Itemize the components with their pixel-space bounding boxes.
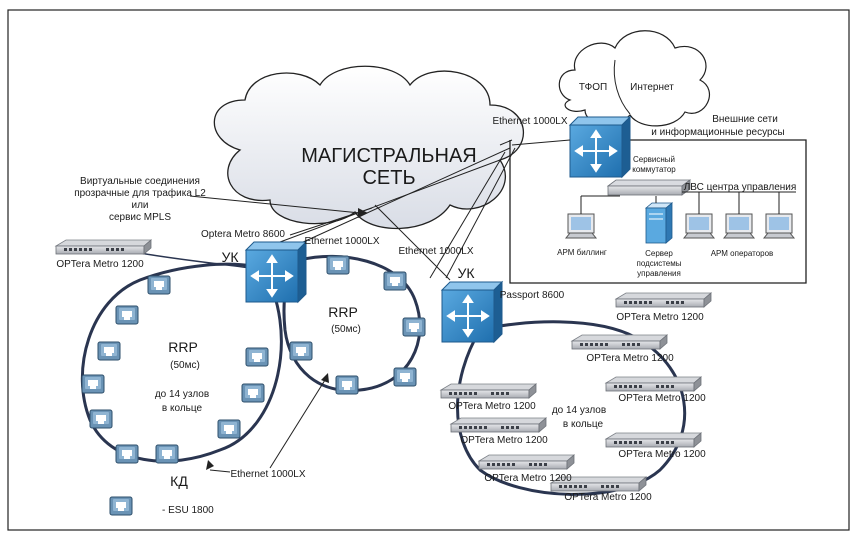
right-ring-nodes-line1: до 14 узлов [552,405,606,416]
virtual-note-line2: прозрачные для трафика L2 [74,187,206,199]
bottom-link-label: Ethernet 1000LX [230,469,305,480]
right-uplink-link-label: Ethernet 1000LX [398,246,473,257]
billing-label: АРМ биллинг [557,248,607,257]
optera-1200-right-3 [605,376,702,392]
mid-ring-title: RRP [328,304,358,320]
passport-8600-role: УК [457,265,475,281]
virtual-note-arrowhead [358,208,368,218]
legend-esu-icon [109,496,133,516]
optera-1200-label-4: OPTera Metro 1200 [618,393,706,404]
left-ring-nodes-line1: до 14 узлов [155,389,209,400]
optera-1200-label-6: OPTera Metro 1200 [448,401,536,412]
optera-1200-right-2 [571,334,668,350]
external-label-line1: Внешние сети [712,114,778,125]
mid-ring-latency: (50мс) [331,324,361,335]
bottom-arrowhead-left [206,460,214,470]
core-switch [568,115,632,179]
operators-label: АРМ операторов [711,249,774,258]
optera-1200-label-1: OPTera Metro 1200 [56,259,144,270]
optera-1200-label-5: OPTera Metro 1200 [618,449,706,460]
operator-workstation-2 [723,213,755,239]
optera-1200-bottom-3 [478,454,575,470]
bottom-arrowhead-right [321,373,329,383]
service-switch-label-line2: коммутатор [632,165,676,174]
server-label-line3: управления [637,269,681,278]
server-label-line2: подсистемы [636,259,681,268]
virtual-note-line4: сервис MPLS [109,212,171,223]
external-label-line2: и информационные ресурсы [651,126,784,138]
external-cloud-group: ТФОП Интернет [558,30,711,127]
pstn-label: ТФОП [579,82,607,93]
management-lan-box [499,139,807,284]
optera-1200-right-4 [605,432,702,448]
virtual-note-pointer [189,195,361,214]
kd-label: КД [170,473,188,489]
optera-8600-switch [244,240,308,304]
core-link-label: Ethernet 1000LX [492,116,567,127]
optera-8600-model: Optera Metro 8600 [201,229,285,240]
server-label-line1: Сервер [645,249,673,258]
left-ring-link-label: Ethernet 1000LX [304,236,379,247]
diagram-frame [7,9,850,531]
passport-8600-switch [440,280,504,344]
optera-1200-label-7: OPTera Metro 1200 [460,435,548,446]
backbone-title-line1: МАГИСТРАЛЬНАЯ [301,145,476,167]
virtual-note-line1: Виртуальные соединения [80,176,200,187]
optera-1200-label-3: OPTera Metro 1200 [586,353,674,364]
left-ring-title: RRP [168,339,198,355]
optera-1200-bottom-1 [440,383,537,399]
backbone-title-line2: СЕТЬ [362,167,415,189]
backbone-connections [271,139,571,281]
billing-workstation [565,213,597,239]
management-server [644,202,674,244]
optera-1200-top-left [55,239,152,255]
left-ring-nodes-line2: в кольце [162,403,203,414]
optera-8600-role: УК [221,249,239,265]
optera-1200-bottom-2 [450,417,547,433]
backbone-cloud: МАГИСТРАЛЬНАЯ СЕТЬ [213,65,524,230]
optera-1200-label-8: OPTera Metro 1200 [484,473,572,484]
lan-title: ЛВС центра управления [684,182,797,193]
passport-8600-model: Passport 8600 [500,290,565,301]
bottom-link-pointers [209,379,326,473]
service-switch-label-line1: Сервисный [633,155,675,164]
internet-label: Интернет [630,82,674,93]
right-ring-nodes-line2: в кольце [563,419,604,430]
operator-workstation-1 [683,213,715,239]
optera-1200-right-1 [615,292,712,308]
virtual-note-line3: или [131,200,148,211]
optera-1200-label-9: OPTera Metro 1200 [564,492,652,503]
operator-workstation-3 [763,213,795,239]
optera-1200-label-2: OPTera Metro 1200 [616,312,704,323]
service-switch [606,179,692,196]
left-ring-latency: (50мс) [170,360,200,371]
legend-esu-label: - ESU 1800 [162,505,214,516]
